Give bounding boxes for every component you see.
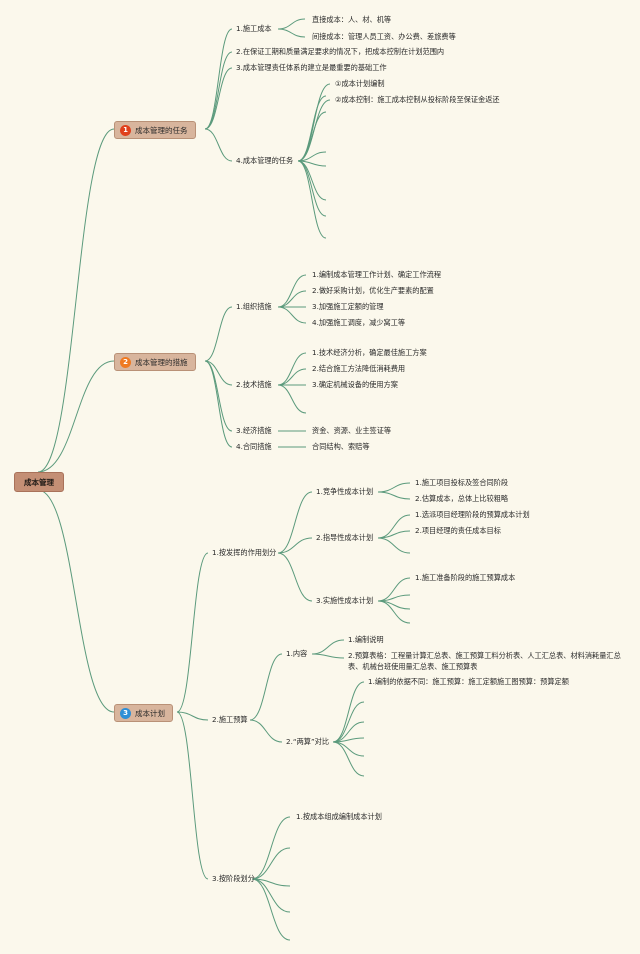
connector-line [277,290,307,308]
connector-line [277,18,306,30]
number-badge-icon: 2 [120,356,131,368]
connector-line [277,552,313,602]
connector-line [176,711,209,880]
connector-line [297,160,327,201]
node-org-2[interactable]: 2.做好采购计划，优化生产要素的配置 [312,286,434,295]
node-org-1[interactable]: 1.编制成本管理工作计划、确定工作流程 [312,270,442,279]
node-cost-control[interactable]: ②成本控制：施工成本控制从投标阶段至保证金返还 [335,95,500,104]
node-construction-cost[interactable]: 1.施工成本 [236,24,272,33]
node-content-2[interactable]: 2.预算表格：工程量计算汇总表、施工预算工料分析表、人工汇总表、材料消耗量汇总表… [348,651,621,671]
node-contract-detail[interactable]: 合同结构、索赔等 [312,442,370,451]
connector-line [204,360,233,448]
connector-line [176,552,209,713]
connector-line [297,95,327,162]
node-content[interactable]: 1.内容 [286,649,308,658]
connector-line [377,482,411,493]
connector-line [277,368,307,386]
connector-line [249,653,283,721]
branch-cost-plan[interactable]: 3 成本计划 [114,704,173,722]
node-competitive-1[interactable]: 1.施工项目投标及签合同阶段 [415,478,509,487]
node-org-4[interactable]: 4.加强施工调度，减少窝工等 [312,318,406,327]
node-indirect-cost[interactable]: 间接成本：管理人员工资、办公费、差旅费等 [312,32,456,41]
connector-line [204,360,233,432]
connector-line [204,28,233,130]
connector-line [297,83,331,162]
connector-line [297,160,327,167]
node-technical-measures[interactable]: 2.技术措施 [236,380,272,389]
connector-line [377,600,411,624]
node-two-budgets-compare[interactable]: 2.“两算”对比 [286,737,330,746]
node-construction-budget[interactable]: 2.施工预算 [212,715,248,724]
connector-root-branch-3 [37,489,115,713]
branch-cost-measures[interactable]: 2 成本管理的措施 [114,353,196,371]
node-by-stage[interactable]: 3.按阶段划分 [212,874,255,883]
node-control-in-plan[interactable]: 2.在保证工期和质量满足要求的情况下，把成本控制在计划范围内 [236,47,445,56]
root-node[interactable]: 成本管理 [14,472,64,492]
node-contract-measures[interactable]: 4.合同措施 [236,442,272,451]
branch-label: 成本管理的任务 [135,125,188,135]
connector-line [251,847,291,880]
node-compare-1[interactable]: 1.编制的依据不同：施工预算：施工定额施工图预算：预算定额 [368,677,569,686]
branch-label: 成本管理的措施 [135,357,188,367]
node-economic-detail[interactable]: 资金、资源、业主签证等 [312,426,392,435]
node-by-function[interactable]: 1.按发挥的作用划分 [212,548,277,557]
node-guiding-plan[interactable]: 2.指导性成本计划 [316,533,374,542]
node-by-stage-1[interactable]: 1.按成本组成编制成本计划 [296,812,382,821]
connector-line [251,878,291,941]
connector-line [277,491,313,554]
node-implementation-1[interactable]: 1.施工准备阶段的施工预算成本 [415,573,516,582]
connector-root-branch-2 [37,360,115,473]
node-content-1[interactable]: 1.编制说明 [348,635,384,644]
connector-line [204,306,233,362]
node-responsibility-system[interactable]: 3.成本管理责任体系的建立是最重要的基础工作 [236,63,387,72]
connector-line [332,741,365,757]
node-guiding-2[interactable]: 2.项目经理的责任成本目标 [415,526,501,535]
node-competitive-2[interactable]: 2.估算成本，总体上比较粗略 [415,494,509,503]
connector-line [311,653,345,659]
connector-line [277,537,313,554]
connector-line [377,537,411,554]
node-direct-cost[interactable]: 直接成本：人、材、机等 [312,15,392,24]
node-tech-1[interactable]: 1.技术经济分析，确定最佳施工方案 [312,348,427,357]
connector-line [277,28,306,38]
connector-line [377,577,411,602]
connector-line [277,306,307,324]
branch-cost-tasks[interactable]: 1 成本管理的任务 [114,121,196,139]
connector-line [297,160,327,217]
node-implementation-plan[interactable]: 3.实施性成本计划 [316,596,374,605]
number-badge-icon: 1 [120,124,131,136]
node-tech-2[interactable]: 2.结合施工方法降低消耗费用 [312,364,406,373]
connector-line [176,711,209,721]
connector-line [251,878,291,913]
connector-line [297,99,331,162]
connector-line [332,721,365,743]
connector-line [332,681,365,743]
node-cost-management-tasks[interactable]: 4.成本管理的任务 [236,156,294,165]
connector-line [332,741,365,777]
connector-line [311,639,345,655]
number-badge-icon: 3 [120,707,131,719]
node-competitive-plan[interactable]: 1.竞争性成本计划 [316,487,374,496]
connector-line [204,128,233,162]
node-guiding-1[interactable]: 1.选派项目经理阶段的预算成本计划 [415,510,530,519]
node-cost-plan-compile[interactable]: ①成本计划编制 [335,79,385,88]
node-organizational-measures[interactable]: 1.组织措施 [236,302,272,311]
connector-line [377,491,411,500]
connector-line [332,701,365,743]
connector-line [277,352,307,386]
connector-line [249,719,283,743]
connector-line [277,274,307,308]
branch-label: 成本计划 [135,708,165,718]
node-tech-3[interactable]: 3.确定机械设备的使用方案 [312,380,398,389]
node-org-3[interactable]: 3.加强施工定额的管理 [312,302,384,311]
node-economic-measures[interactable]: 3.经济措施 [236,426,272,435]
connector-line [277,384,307,414]
connector-line [204,51,233,130]
connector-line [251,816,291,880]
connector-line [297,160,327,239]
connector-root-branch-1 [37,128,115,473]
connector-line [204,67,233,130]
